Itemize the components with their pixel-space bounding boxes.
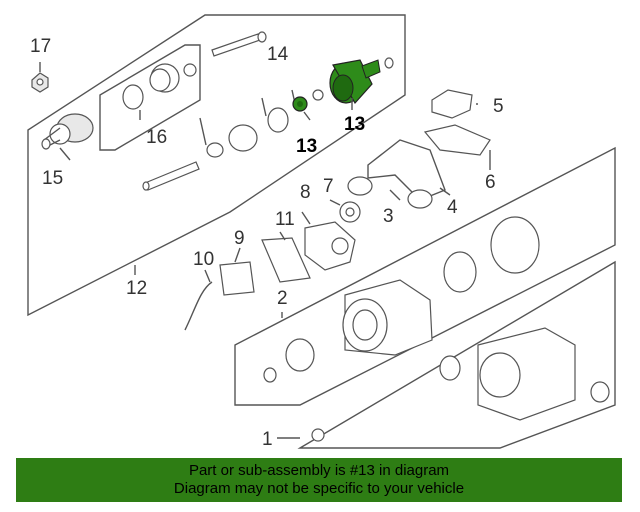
label-3: 3 [383,206,394,227]
part-16-boot[interactable] [122,63,197,110]
banner-line-1: Part or sub-assembly is #13 in diagram [188,462,450,479]
info-banner: Part or sub-assembly is #13 in diagram D… [16,458,622,502]
axle-shaft-panel [27,14,406,317]
label-17: 17 [30,36,51,57]
label-16: 16 [146,127,167,148]
label-4: 4 [447,197,458,218]
label-8: 8 [300,182,311,203]
part-11-bracket[interactable] [261,237,311,283]
label-7: 7 [323,176,334,197]
label-9: 9 [234,228,245,249]
label-13-joint: 13 [344,114,365,135]
part-1-carrier[interactable] [311,327,610,442]
part-8-support-bracket[interactable] [304,221,356,271]
label-6: 6 [485,172,496,193]
part-6-mount-plate[interactable] [423,124,491,156]
label-15: 15 [42,168,63,189]
label-1: 1 [262,429,273,450]
label-13-clip: 13 [296,136,317,157]
part-2-differential-assembly[interactable] [263,216,540,383]
part-9-module[interactable] [219,261,255,296]
parts-diagram: 17 14 13 13 16 15 5 6 7 8 3 4 11 9 10 12… [27,14,616,450]
label-11: 11 [275,209,295,230]
part-7-bushing[interactable] [339,201,361,223]
part-17-nut[interactable] [31,72,49,93]
carrier-panel [297,260,616,449]
leader-lines [39,62,491,439]
part-4-crossmember[interactable] [347,139,446,209]
banner-line-2: Diagram may not be specific to your vehi… [173,480,465,497]
differential-mount-panel [234,146,616,406]
label-2: 2 [277,288,288,309]
label-5: 5 [493,96,504,117]
part-13-inner-joint-highlighted[interactable] [312,57,394,105]
part-15-outer-joint[interactable] [41,113,94,150]
label-12: 12 [126,278,147,299]
shaft-upper[interactable] [211,31,267,57]
shaft-lower[interactable] [142,161,200,191]
part-14-inner-boot[interactable] [199,89,297,158]
part-13-clip-highlighted[interactable] [292,96,308,112]
part-10-wire[interactable] [184,281,213,331]
part-5-mount-bracket[interactable] [431,89,473,119]
label-14: 14 [267,44,289,65]
label-10: 10 [193,249,214,270]
outer-boot-kit-box [99,44,201,151]
